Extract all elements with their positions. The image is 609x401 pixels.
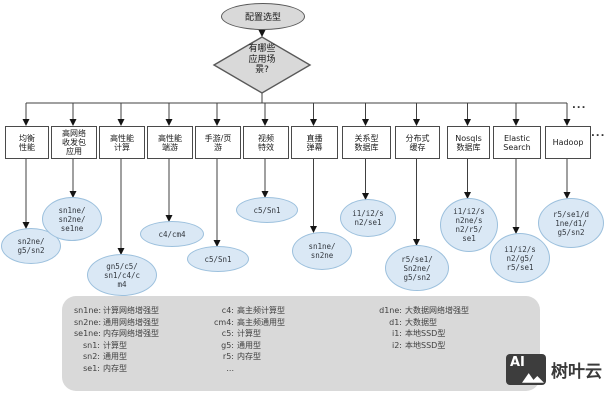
legend-row: g5通用型 [214,340,285,352]
legend-desc: 通用型 [103,352,127,361]
result-ellipse-11: i1/i2/s n2/g5/ r5/se1 [490,233,550,283]
legend-desc: 大数据网络增强型 [405,306,469,315]
result-ellipse-9: r5/se1/ Sn2ne/ g5/sn2 [385,245,449,291]
legend-row: sn1计算型 [74,340,159,352]
legend-desc: 计算型 [103,340,127,350]
legend-desc: 本地SSD型 [405,329,446,338]
result-ellipse-4: c4/cm4 [140,221,204,247]
scenario-box-3: 高性能 计算 [99,126,145,159]
legend-code: sn2 [74,351,100,363]
brand-name: 树叶云 [551,362,602,382]
legend-row: se1ne内存网络增强型 [74,328,159,340]
result-ellipse-3: gn5/c5/ sn1/c4/c m4 [87,254,157,296]
scenario-box-5: 手游/页 游 [195,126,241,159]
scenario-box-9: 分布式 缓存 [395,126,440,159]
legend-row: cm4高主频通用型 [214,317,285,329]
legend-desc: 本地SSD型 [405,340,446,350]
scenario-box-6: 视频 特效 [243,126,289,159]
scenario-box-8: 关系型 数据库 [342,126,391,159]
legend-code: c5 [214,328,234,340]
scenario-box-12: Hadoop [545,126,591,159]
legend-row: d1大数据型 [378,317,469,329]
legend-desc: 通用型 [237,340,261,350]
result-ellipse-10: i1/i2/s n2ne/s n2/r5/ se1 [440,198,498,252]
legend-row: c5计算型 [214,328,285,340]
logo-ai-text: AI [510,355,525,370]
legend-code: cm4 [214,317,234,329]
scenario-box-11: Elastic Search [493,126,541,159]
legend-code: d1 [378,317,402,329]
scenario-box-4: 高性能 端游 [147,126,193,159]
legend-row: c4高主频计算型 [214,305,285,317]
legend-column-3: d1ne大数据网络增强型d1大数据型i1本地SSD型i2本地SSD型 [378,305,469,351]
legend-desc: 内存网络增强型 [103,329,159,338]
legend-row: i2本地SSD型 [378,340,469,352]
legend-desc: 内存型 [237,352,261,361]
start-node: 配置选型 [221,3,305,30]
decision-node-label: 有哪些 应用场 景? [248,44,276,75]
legend-code: se1ne [74,328,100,340]
legend-desc: 计算网络增强型 [103,306,159,315]
legend-row: ... [214,363,285,375]
legend-code: i2 [378,340,402,352]
legend-desc: 通用网络增强型 [103,317,159,327]
legend-code: d1ne [378,305,402,317]
legend-box: sn1ne计算网络增强型sn2ne通用网络增强型se1ne内存网络增强型sn1计… [62,296,540,391]
legend-row: sn2ne通用网络增强型 [74,317,159,329]
result-ellipse-8: i1/i2/s n2/se1 [340,199,396,237]
legend-desc: 高主频计算型 [237,306,285,315]
ai-picture-icon: AI [506,354,546,385]
legend-code: g5 [214,340,234,352]
result-ellipse-7: sn1ne/ sn2ne [292,232,352,270]
scenario-box-10: Nosqls 数据库 [447,126,490,159]
result-ellipse-5: c5/Sn1 [187,246,249,272]
result-ellipse-2: sn1ne/ sn2ne/ se1ne [42,197,102,241]
legend-code: c4 [214,305,234,317]
legend-code: sn1 [74,340,100,352]
legend-row: sn2通用型 [74,351,159,363]
legend-code: ... [226,363,234,373]
scenario-box-7: 直播 弹幕 [291,126,338,159]
legend-desc: 计算型 [237,329,261,338]
legend-code: sn2ne [74,317,100,329]
legend-desc: 内存型 [103,363,127,373]
legend-code: sn1ne [74,305,100,317]
legend-code: r5 [214,351,234,363]
legend-row: se1内存型 [74,363,159,375]
brand-logo: AI 树叶云 [506,354,602,385]
legend-column-1: sn1ne计算网络增强型sn2ne通用网络增强型se1ne内存网络增强型sn1计… [74,305,159,374]
legend-code: se1 [74,363,100,375]
legend-row: i1本地SSD型 [378,328,469,340]
scenario-box-1: 均衡 性能 [5,126,49,159]
legend-row: sn1ne计算网络增强型 [74,305,159,317]
legend-desc: 高主频通用型 [237,317,285,327]
row-ellipsis: ... [591,128,606,139]
scenario-box-2: 高网络 收发包 应用 [51,126,97,159]
bus-ellipsis: ... [572,100,587,111]
legend-row: r5内存型 [214,351,285,363]
legend-desc: 大数据型 [405,317,437,327]
result-ellipse-12: r5/se1/d 1ne/d1/ g5/sn2 [538,198,604,248]
legend-code: i1 [378,328,402,340]
mountain-icon [522,373,544,383]
result-ellipse-6: c5/Sn1 [236,197,298,223]
legend-column-2: c4高主频计算型cm4高主频通用型c5计算型g5通用型r5内存型... [214,305,285,374]
legend-row: d1ne大数据网络增强型 [378,305,469,317]
